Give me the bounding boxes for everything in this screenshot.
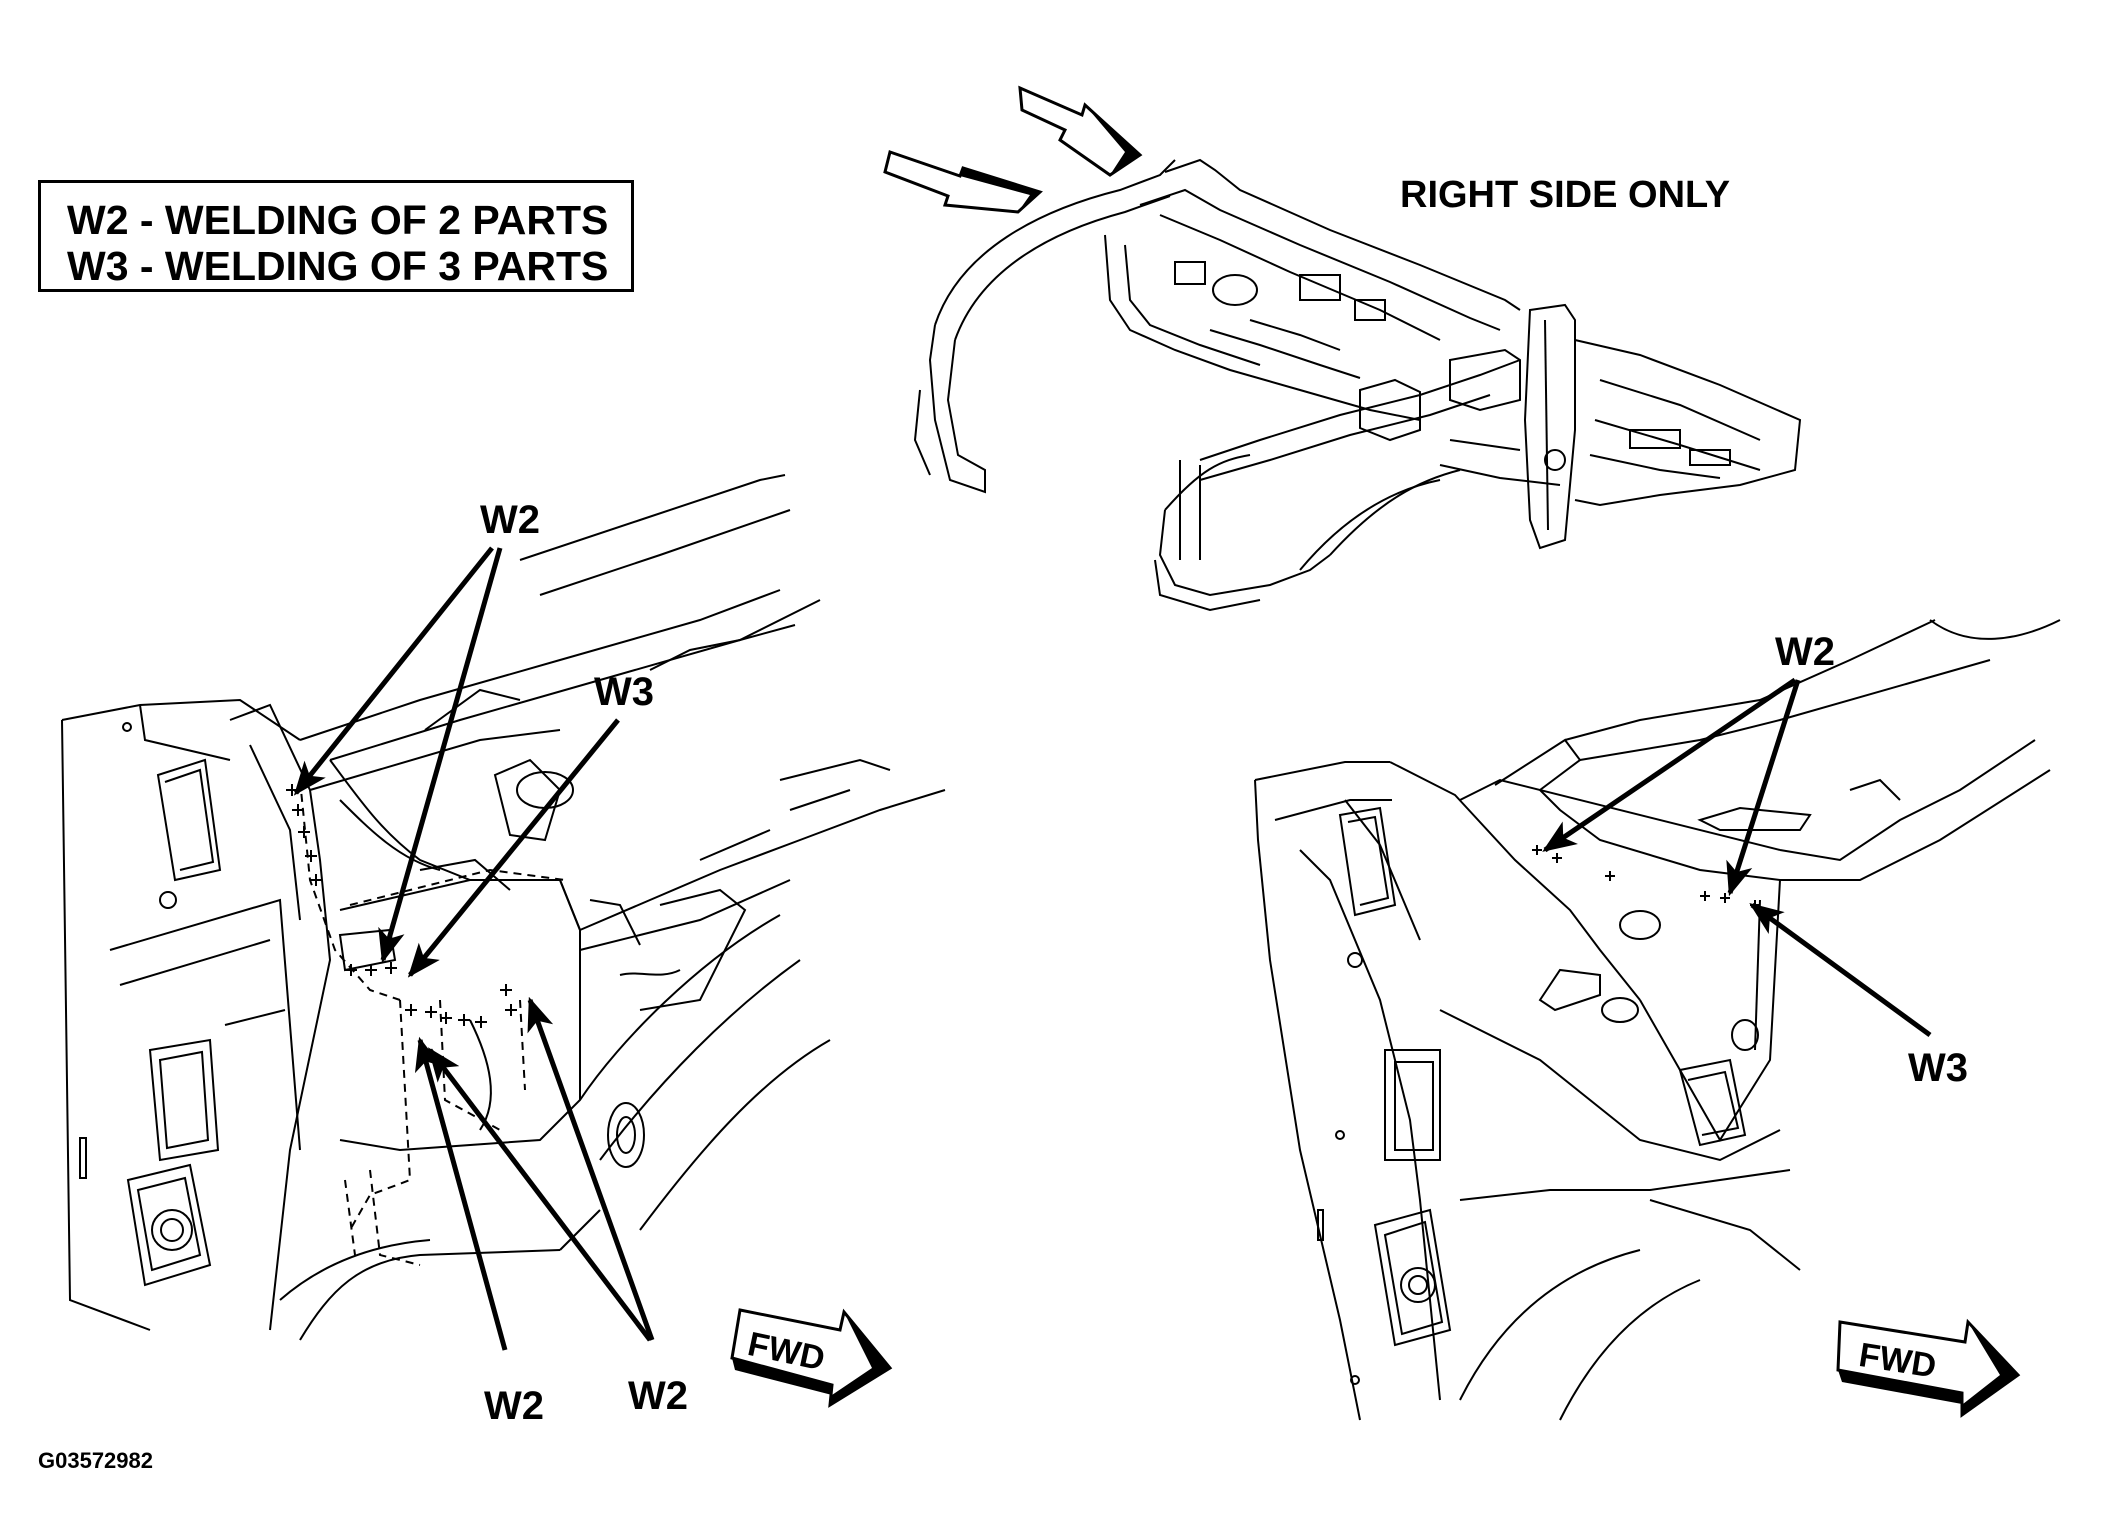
callout-w2-bottom-right: W2 (628, 1374, 688, 1418)
arrow-w3-left (407, 718, 620, 978)
left-detail-structure (61, 474, 946, 1341)
legend-w2-text: W2 - WELDING OF 2 PARTS (67, 197, 609, 243)
overview-locator-arrows (883, 85, 1143, 214)
arrow-w2-bottom-right-a (427, 1047, 652, 1342)
arrow-w3-right (1749, 902, 1932, 1038)
left-weld-marks (286, 784, 517, 1028)
locator-arrow-left (883, 150, 1043, 214)
legend-w3-text: W3 - WELDING OF 3 PARTS (67, 243, 609, 289)
overview-caption: RIGHT SIDE ONLY (1400, 174, 1731, 216)
overview-body-structure (913, 158, 1802, 612)
arrow-w2-top-b (378, 547, 503, 964)
arrow-w2-top-a (293, 546, 494, 796)
right-callout-arrows (1542, 677, 1932, 1038)
left-callout-arrows (293, 546, 655, 1351)
arrow-w2-right-a (1542, 677, 1797, 853)
callout-w3-right: W3 (1908, 1046, 1968, 1090)
callout-w2-top: W2 (480, 498, 540, 542)
callout-w2-bottom-left: W2 (484, 1384, 544, 1428)
arrow-w2-bottom-left (414, 1036, 508, 1351)
figure-code: G03572982 (38, 1448, 153, 1473)
callout-w2-right: W2 (1775, 630, 1835, 674)
callout-w3-left: W3 (594, 670, 654, 714)
arrow-w2-bottom-right-b (527, 996, 655, 1341)
right-weld-marks (1532, 845, 1760, 910)
fwd-arrows (730, 1308, 2021, 1418)
arrow-w2-right-b (1726, 679, 1801, 897)
right-detail-structure (1254, 619, 2061, 1421)
weld-legend-box: W2 - WELDING OF 2 PARTS W3 - WELDING OF … (38, 180, 634, 292)
